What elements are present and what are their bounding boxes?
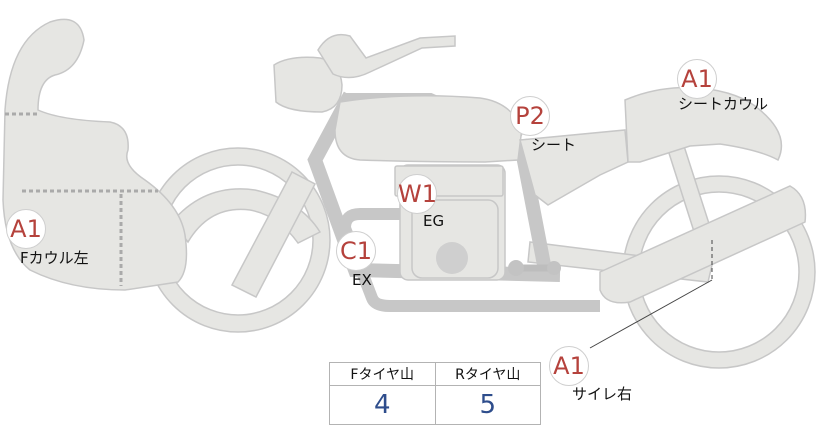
seat-marker: P2 [510, 96, 550, 136]
linkage-pivot-left [508, 260, 524, 276]
rear-tire-header: Rタイヤ山 [434, 362, 541, 386]
tire-table-header-row: Fタイヤ山 Rタイヤ山 [329, 362, 541, 386]
engine-case [411, 199, 499, 279]
seat [519, 129, 629, 206]
front-tire-header: Fタイヤ山 [329, 362, 436, 386]
front-cowl [2, 18, 188, 291]
linkage-pivot-right [547, 261, 561, 275]
exhaust-label: EX [352, 271, 372, 289]
seat-label: シート [531, 136, 577, 154]
front-cowl-marker: A1 [6, 209, 46, 249]
engine-marker: W1 [397, 174, 437, 214]
muffler-leader-line [589, 240, 713, 349]
tire-tread-table: Fタイヤ山 Rタイヤ山 4 5 [329, 362, 541, 425]
front-cowl-label: Fカウル左 [20, 249, 89, 267]
rear-tire-value: 5 [434, 385, 541, 425]
engine-cover [436, 242, 468, 274]
front-wheel [145, 147, 331, 333]
rear-wheel [622, 175, 816, 369]
front-fork [230, 170, 317, 299]
engine-label: EG [423, 212, 445, 230]
headlight [273, 56, 343, 113]
muffler [599, 185, 807, 304]
handlebar [317, 33, 456, 79]
exhaust-marker: C1 [336, 231, 376, 271]
right-muffler-label: サイレ右 [572, 385, 633, 403]
right-muffler-marker: A1 [549, 346, 589, 386]
fuel-tank [334, 95, 523, 163]
cowl-panel-lines [5, 112, 158, 286]
seat-cowl-marker: A1 [677, 59, 717, 99]
front-tire-value: 4 [329, 385, 436, 425]
tire-table-value-row: 4 5 [329, 385, 541, 425]
seat-cowl-label: シートカウル [678, 95, 769, 113]
